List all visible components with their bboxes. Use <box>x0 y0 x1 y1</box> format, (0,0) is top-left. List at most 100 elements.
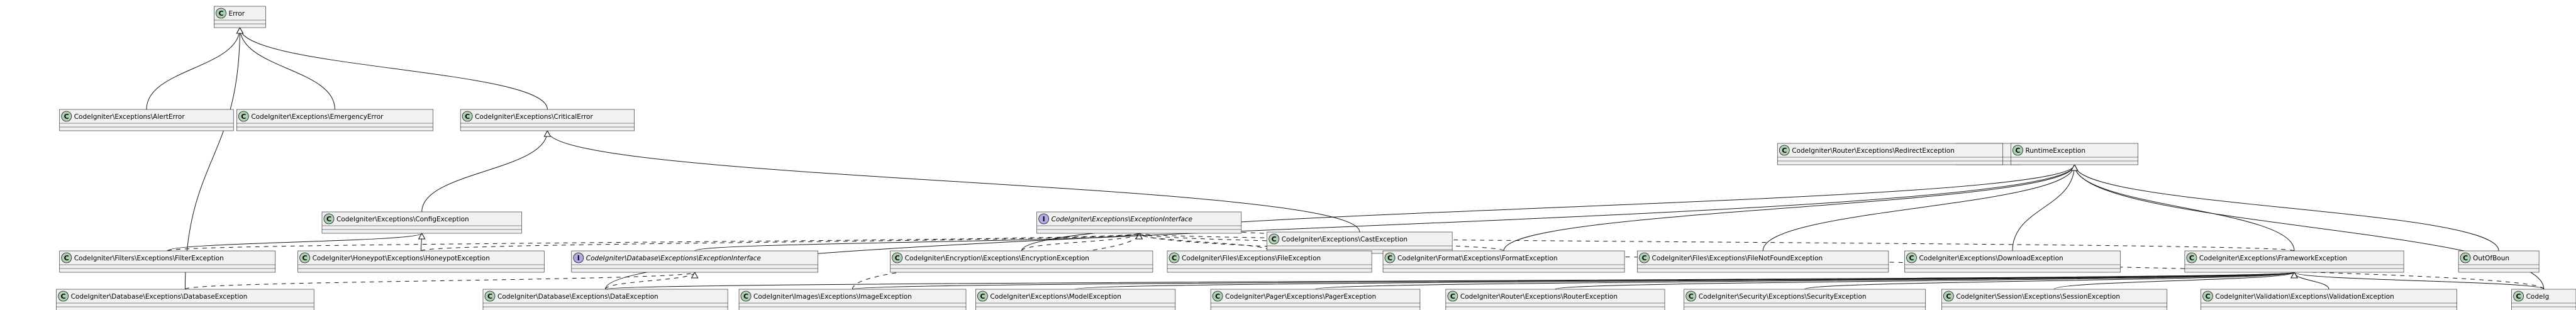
edge-line <box>852 272 2295 290</box>
class-name: CodeIgniter\Exceptions\AlertError <box>74 113 186 121</box>
class-node[interactable]: C CodeIgniter\Exceptions\ModelException <box>975 289 1176 310</box>
class-stereotype-icon <box>299 252 311 263</box>
class-box <box>56 289 314 310</box>
edge-line <box>239 27 548 110</box>
class-name: CodeIgniter\Database\Exceptions\Database… <box>71 293 248 301</box>
class-stereotype-icon <box>1906 252 1917 263</box>
class-box <box>1684 289 1926 310</box>
class-box <box>1445 289 1665 310</box>
inheritance-edge <box>418 232 426 252</box>
class-name: CodeIgniter\Files\Exceptions\FileNotFoun… <box>1652 255 1823 262</box>
class-name: CodeIgniter\Security\Exceptions\Security… <box>1699 293 1867 301</box>
class-name: CodeIgniter\Exceptions\CriticalError <box>475 113 593 121</box>
stereotype-letter: C <box>241 113 246 121</box>
class-name: CodeIgniter\Exceptions\ModelException <box>990 293 1121 301</box>
class-stereotype-icon <box>61 111 72 122</box>
stereotype-letter: C <box>465 113 470 121</box>
edge-line <box>184 272 696 290</box>
relations-layer <box>146 26 2545 290</box>
class-node[interactable]: C CodeIgniter\Exceptions\CriticalError <box>460 109 635 131</box>
class-stereotype-icon <box>1639 252 1650 263</box>
inheritance-edge <box>2290 271 2545 290</box>
class-node[interactable]: C CodeIgniter\Database\Exceptions\Databas… <box>56 289 314 310</box>
class-stereotype-icon <box>484 291 496 302</box>
realization-edge <box>420 232 1143 252</box>
interface-stereotype-icon <box>573 252 584 263</box>
edge-line <box>239 27 335 110</box>
class-name: CodeIgniter\Images\Exceptions\ImageExcep… <box>753 293 912 301</box>
class-box <box>571 250 818 273</box>
edge-line <box>2074 164 2295 252</box>
class-stereotype-icon <box>1169 252 1180 263</box>
class-stereotype-icon <box>1212 291 1223 302</box>
realization-edge <box>1135 232 1270 252</box>
stereotype-letter: C <box>1641 254 1646 262</box>
class-node[interactable]: C CodeIgniter\Exceptions\EmergencyError <box>236 109 433 131</box>
edge-line <box>1315 272 2295 290</box>
class-stereotype-icon <box>2513 291 2524 302</box>
class-name: CodeIgniter\Exceptions\EmergencyError <box>251 113 384 121</box>
class-node[interactable]: C CodeIgniter\Files\Exceptions\FileNotFou… <box>1637 250 1889 273</box>
class-stereotype-icon <box>1779 145 1790 156</box>
edge-line <box>1138 233 1504 252</box>
edge-line <box>852 233 1140 290</box>
class-box <box>1904 250 2121 273</box>
class-stereotype-icon <box>1269 233 1280 245</box>
stereotype-letter: C <box>895 254 900 262</box>
inheritance-arrowhead <box>418 232 426 240</box>
realization-edge <box>184 271 699 290</box>
edge-line <box>2012 164 2075 252</box>
stereotype-letter: C <box>1172 254 1177 262</box>
class-stereotype-icon <box>2202 291 2213 302</box>
edge-line <box>1804 272 2295 290</box>
class-name: CodeIgniter\Honeypot\Exceptions\Honeypot… <box>313 255 490 262</box>
stereotype-letter: C <box>1387 254 1392 262</box>
class-name: CodeIgniter\Database\Exceptions\DataExce… <box>497 293 658 301</box>
class-stereotype-icon <box>462 111 473 122</box>
stereotype-letter: C <box>326 215 331 223</box>
stereotype-letter: C <box>1450 292 1455 301</box>
class-name: RuntimeException <box>2025 147 2085 155</box>
stereotype-letter: C <box>218 9 223 18</box>
stereotype-letter: C <box>61 292 66 301</box>
class-box <box>890 250 1153 273</box>
edge-line <box>547 130 1360 233</box>
class-stereotype-icon <box>58 291 69 302</box>
inheritance-arrowhead <box>543 130 552 137</box>
edge-line <box>1762 164 2075 252</box>
stereotype-letter: C <box>2516 292 2521 301</box>
inheritance-arrowhead <box>2070 163 2079 171</box>
class-stereotype-icon <box>323 213 335 224</box>
class-box <box>460 109 635 131</box>
stereotype-letter: I <box>1043 215 1045 223</box>
realization-edge <box>167 232 1143 252</box>
class-name: CodeIgniter\Filters\Exceptions\FilterExc… <box>74 255 224 262</box>
stereotype-letter: C <box>980 292 985 301</box>
class-stereotype-icon <box>2460 252 2471 263</box>
